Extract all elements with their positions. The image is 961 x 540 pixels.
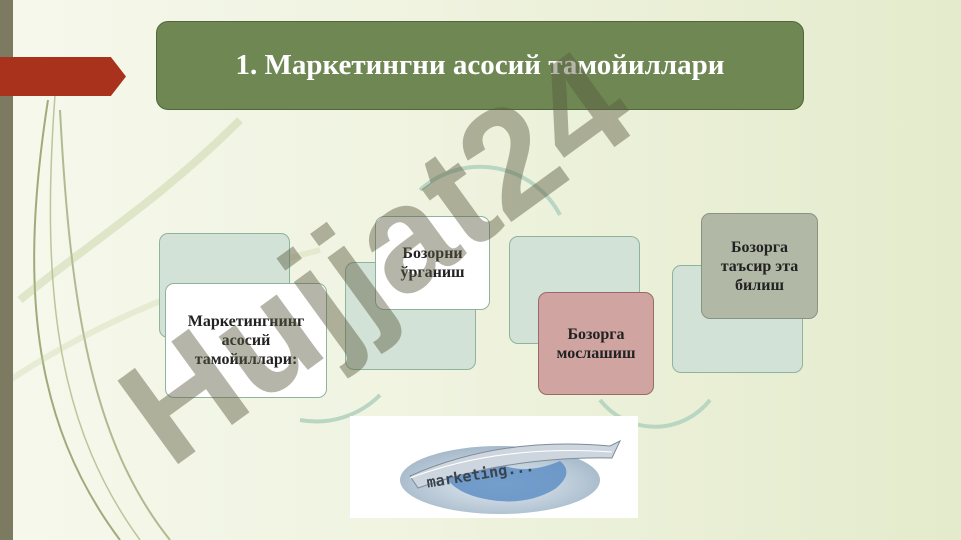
diagram-step-label-3: Бозорга таъсир эта билиш — [720, 238, 799, 294]
diagram-center-label: Маркетингнинг асосий тамойиллари: — [187, 313, 305, 368]
slide-title-box: 1. Маркетингни асосий тамойиллари — [156, 21, 804, 110]
arrow-accent-tab — [0, 57, 126, 96]
globe-illustration: marketing... — [400, 439, 622, 514]
diagram-step-card-1: Бозорни ўрганиш — [375, 216, 490, 310]
diagram-step-card-3: Бозорга таъсир эта билиш — [701, 213, 818, 319]
diagram-step-label-2: Бозорга мослашиш — [556, 325, 636, 362]
diagram-step-label-1: Бозорни ўрганиш — [400, 245, 465, 281]
left-accent-bar — [0, 0, 13, 540]
marketing-globe-image: marketing... — [350, 416, 638, 518]
diagram-center-card: Маркетингнинг асосий тамойиллари: — [165, 283, 327, 398]
slide-title: 1. Маркетингни асосий тамойиллари — [235, 49, 725, 81]
diagram-step-card-2: Бозорга мослашиш — [538, 292, 654, 395]
